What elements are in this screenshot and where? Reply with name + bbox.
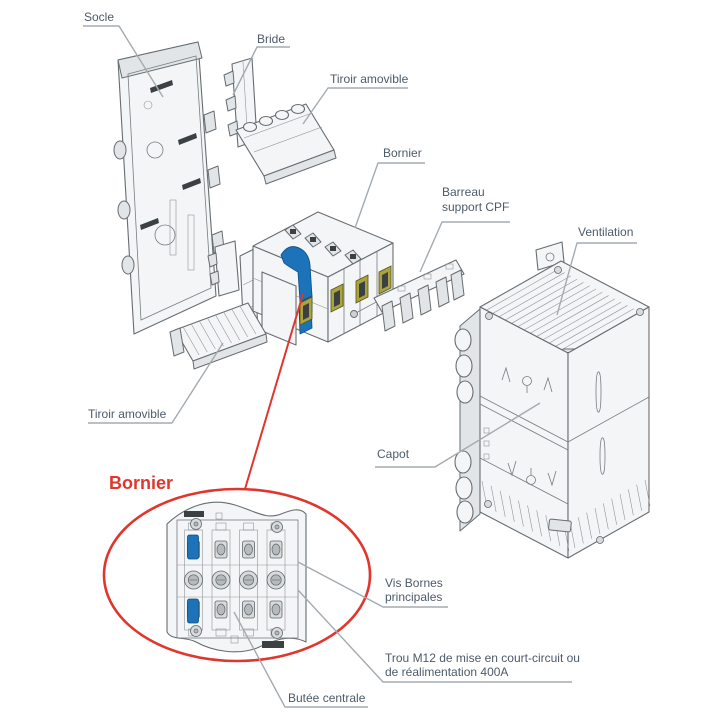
callout-capot: Capot bbox=[375, 402, 541, 468]
cpf-support-bar-drawing bbox=[350, 259, 465, 332]
label-tiroir-bottom: Tiroir amovible bbox=[88, 407, 167, 421]
bornier-assembly-drawing bbox=[239, 211, 394, 346]
capot-leader-line bbox=[375, 402, 541, 468]
bride-leader-line bbox=[232, 46, 290, 96]
label-butee-centrale: Butée centrale bbox=[288, 691, 366, 705]
label-capot: Capot bbox=[377, 447, 410, 461]
vis-bornes-leader-line bbox=[297, 561, 448, 608]
callout-butee: Butée centrale bbox=[233, 611, 368, 708]
bornier-detail-drawing bbox=[166, 501, 307, 653]
removable-tray-top-drawing bbox=[235, 103, 337, 185]
label-trou-m12-line1: Trou M12 de mise en court-circuit ou bbox=[385, 651, 580, 665]
label-barreau-line1: Barreau bbox=[442, 185, 485, 199]
bornier-leader-line bbox=[354, 162, 425, 229]
bornier-yellow-connectors bbox=[299, 265, 392, 326]
socle-leader-line bbox=[83, 25, 164, 98]
red-callout-line bbox=[244, 293, 304, 490]
label-vis-bornes-line1: Vis Bornes bbox=[385, 576, 443, 590]
barreau-leader-line bbox=[419, 221, 510, 273]
callout-barreau: Barreau support CPF bbox=[419, 185, 510, 273]
bornier-blue-handle bbox=[280, 246, 313, 303]
detail-corner-screws bbox=[190, 518, 283, 639]
label-barreau-line2: support CPF bbox=[442, 200, 509, 214]
callout-tiroir-bottom: Tiroir amovible bbox=[88, 342, 224, 424]
label-bride: Bride bbox=[257, 32, 285, 46]
callout-vis-bornes: Vis Bornes principales bbox=[297, 561, 448, 608]
trou-m12-leader-line bbox=[297, 589, 572, 683]
ventilation-leader-line bbox=[556, 242, 637, 316]
label-ventilation: Ventilation bbox=[578, 225, 633, 239]
label-socle: Socle bbox=[84, 10, 114, 24]
callout-bornier: Bornier bbox=[354, 146, 425, 229]
tiroir-bottom-leader-line bbox=[88, 342, 224, 424]
butee-leader-line bbox=[233, 611, 368, 708]
socle-drawing bbox=[113, 41, 225, 335]
detail-blue-strip-bottom bbox=[187, 598, 199, 624]
callout-bride: Bride bbox=[232, 32, 290, 96]
label-bornier: Bornier bbox=[383, 146, 422, 160]
removable-tray-bottom-drawing bbox=[169, 302, 268, 370]
cover-drawing bbox=[454, 241, 651, 559]
callout-trou-m12: Trou M12 de mise en court-circuit ou de … bbox=[297, 589, 580, 683]
label-vis-bornes-line2: principales bbox=[385, 590, 442, 604]
callout-socle: Socle bbox=[83, 10, 164, 98]
label-trou-m12-line2: de réalimentation 400A bbox=[385, 665, 508, 679]
callout-ventilation: Ventilation bbox=[556, 225, 637, 316]
label-tiroir-top: Tiroir amovible bbox=[330, 72, 409, 86]
detail-ellipse bbox=[102, 487, 372, 663]
detail-title-bornier: Bornier bbox=[109, 473, 173, 493]
tiroir-top-leader-line bbox=[302, 87, 408, 125]
lower-clip-drawing bbox=[207, 240, 240, 297]
callout-tiroir-top: Tiroir amovible bbox=[302, 72, 409, 125]
detail-blue-strip-top bbox=[187, 534, 199, 560]
